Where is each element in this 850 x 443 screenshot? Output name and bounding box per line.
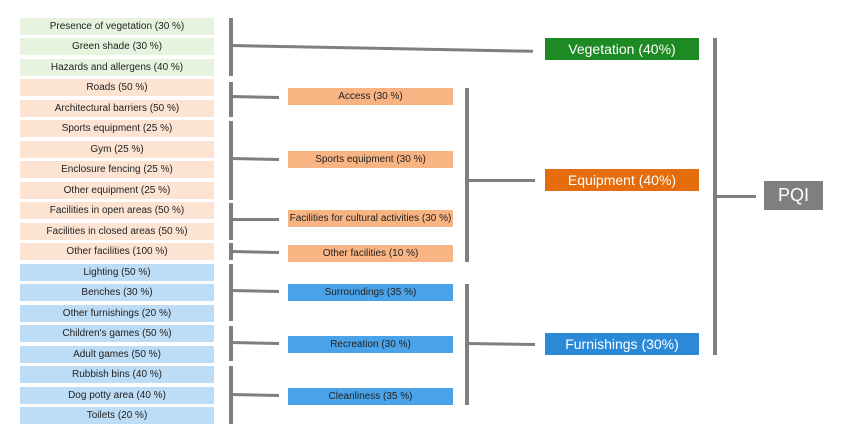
subcategory-access: Access (30 %) bbox=[288, 88, 453, 105]
indicator-architectural-barriers: Architectural barriers (50 %) bbox=[20, 100, 214, 117]
indicator-facilities-closed-areas: Facilities in closed areas (50 %) bbox=[20, 223, 214, 240]
subcategory-recreation: Recreation (30 %) bbox=[288, 336, 453, 353]
indicator-enclosure-fencing: Enclosure fencing (25 %) bbox=[20, 161, 214, 178]
indicator-facilities-open-areas: Facilities in open areas (50 %) bbox=[20, 202, 214, 219]
connector-surroundings-link bbox=[230, 289, 280, 294]
category-furnishings: Furnishings (30%) bbox=[545, 333, 699, 355]
indicator-gym: Gym (25 %) bbox=[20, 141, 214, 158]
connector-pqi-link bbox=[715, 195, 756, 198]
connector-access-bracket bbox=[229, 82, 233, 117]
subcategory-surroundings: Surroundings (35 %) bbox=[288, 284, 453, 301]
subcategory-sports-equipment: Sports equipment (30 %) bbox=[288, 151, 453, 168]
connector-other-facilities-link bbox=[230, 250, 280, 255]
subcategory-other-facilities: Other facilities (10 %) bbox=[288, 245, 453, 262]
indicator-dog-potty-area: Dog potty area (40 %) bbox=[20, 387, 214, 404]
connector-cleanliness-link bbox=[230, 393, 280, 398]
indicator-other-equipment: Other equipment (25 %) bbox=[20, 182, 214, 199]
category-equipment: Equipment (40%) bbox=[545, 169, 699, 191]
connector-access-link bbox=[230, 95, 280, 100]
connector-furnishings-link bbox=[466, 342, 536, 346]
indicator-childrens-games: Children's games (50 %) bbox=[20, 325, 214, 342]
indicator-sports-equipment: Sports equipment (25 %) bbox=[20, 120, 214, 137]
connector-sports-link bbox=[230, 157, 280, 162]
indicator-other-furnishings: Other furnishings (20 %) bbox=[20, 305, 214, 322]
indicator-benches: Benches (30 %) bbox=[20, 284, 214, 301]
indicator-toilets: Toilets (20 %) bbox=[20, 407, 214, 424]
connector-cultural-link bbox=[231, 218, 279, 221]
root-pqi: PQI bbox=[764, 181, 823, 210]
connector-equipment-link bbox=[467, 179, 535, 182]
indicator-hazards-and-allergens: Hazards and allergens (40 %) bbox=[20, 59, 214, 76]
subcategory-cultural-facilities: Facilities for cultural activities (30 %… bbox=[288, 210, 453, 227]
connector-recreation-link bbox=[230, 341, 280, 346]
connector-vegetation-link bbox=[230, 44, 533, 53]
indicator-presence-of-vegetation: Presence of vegetation (30 %) bbox=[20, 18, 214, 35]
indicator-lighting: Lighting (50 %) bbox=[20, 264, 214, 281]
connector-equipment-bracket bbox=[465, 88, 469, 262]
connector-cultural-bracket bbox=[229, 203, 233, 240]
connector-surroundings-bracket bbox=[229, 264, 233, 321]
connector-sports-bracket bbox=[229, 121, 233, 200]
indicator-adult-games: Adult games (50 %) bbox=[20, 346, 214, 363]
indicator-rubbish-bins: Rubbish bins (40 %) bbox=[20, 366, 214, 383]
subcategory-cleanliness: Cleanliness (35 %) bbox=[288, 388, 453, 405]
category-vegetation: Vegetation (40%) bbox=[545, 38, 699, 60]
indicator-green-shade: Green shade (30 %) bbox=[20, 38, 214, 55]
indicator-other-facilities: Other facilities (100 %) bbox=[20, 243, 214, 260]
indicator-roads: Roads (50 %) bbox=[20, 79, 214, 96]
